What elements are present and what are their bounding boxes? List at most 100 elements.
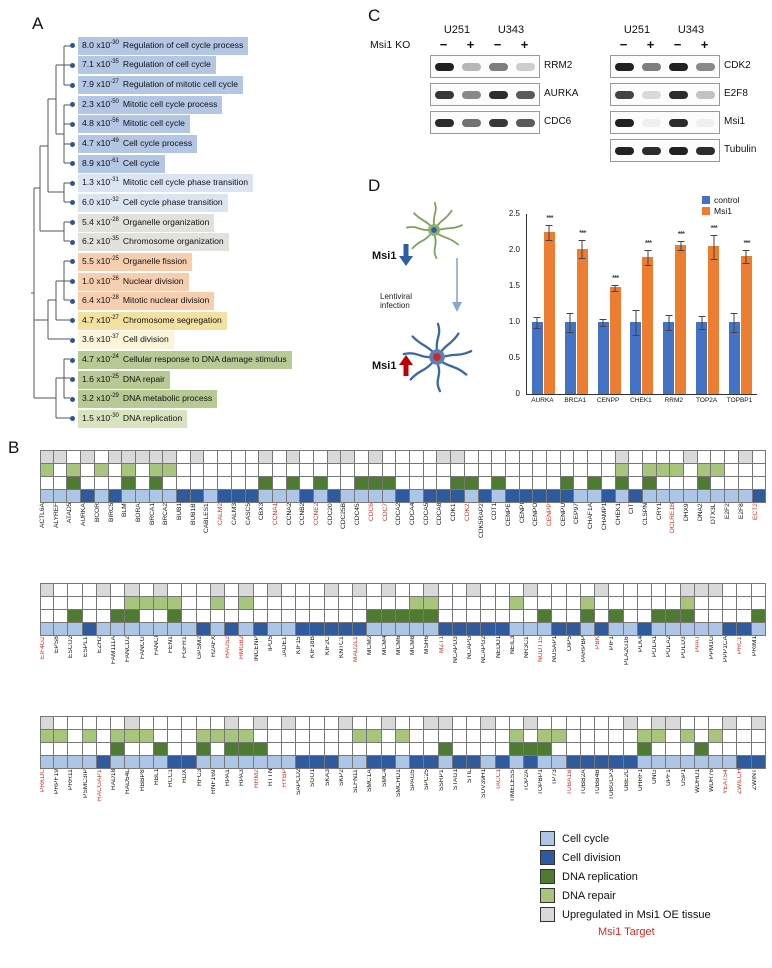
category-cell (355, 477, 369, 490)
category-cell (367, 623, 382, 636)
category-cell (94, 477, 109, 490)
gene-column: CCNA2 (286, 450, 301, 560)
category-cell (338, 743, 354, 756)
category-cell (495, 597, 510, 610)
category-cell (381, 743, 396, 756)
category-cell (566, 583, 581, 597)
category-cell (272, 464, 287, 477)
blot-lane (431, 118, 458, 127)
blot-lane (458, 118, 485, 127)
category-cell (225, 610, 240, 623)
infection-label: Lentiviral infection (380, 292, 413, 311)
gene-column: YEATS4 (723, 716, 738, 826)
category-cell (281, 716, 297, 730)
x-axis-category-label: CHEK1 (630, 397, 652, 404)
gene-column: OIP5 (566, 583, 581, 693)
category-cell (324, 597, 339, 610)
legend-row: Cell division (540, 848, 711, 867)
category-cell (467, 756, 482, 769)
category-cell (566, 716, 581, 730)
gene-name: CENPU (560, 503, 567, 527)
blot-lane (638, 118, 665, 127)
blot-lane (485, 90, 512, 99)
gene-column: STAG1 (452, 716, 468, 826)
category-cell (327, 464, 342, 477)
tree-node-dot (70, 318, 75, 324)
gene-name: RPA1 (225, 769, 232, 786)
gene-column: STIL (467, 716, 482, 826)
category-cell (666, 756, 681, 769)
category-cell (355, 490, 369, 503)
category-cell (656, 450, 671, 464)
category-cell (694, 743, 710, 756)
blot-band (642, 146, 661, 155)
category-cell (438, 730, 453, 743)
category-cell (737, 730, 752, 743)
category-cell (368, 464, 383, 477)
go-term-text: Regulation of mitotic cell cycle (122, 79, 238, 90)
panel-d-label: D (368, 176, 381, 195)
gene-column: DCLRE1B (670, 450, 685, 560)
category-cell (495, 623, 510, 636)
category-cell (196, 583, 211, 597)
category-cell (670, 464, 685, 477)
gene-name: RFC3 (196, 769, 203, 787)
gene-column: RFC3 (196, 716, 211, 826)
category-cell (684, 464, 698, 477)
gene-name: CCNA1 (272, 503, 279, 526)
category-cell (666, 743, 681, 756)
category-cell (267, 743, 282, 756)
category-cell (182, 743, 197, 756)
gene-name: POLA1 (652, 636, 659, 658)
category-cell (353, 743, 368, 756)
category-cell (519, 464, 534, 477)
gene-name: CABLES1 (204, 503, 211, 533)
category-cell (552, 743, 567, 756)
category-cell (196, 610, 211, 623)
category-cell (680, 716, 695, 730)
gene-column: HAUS2 (225, 583, 240, 693)
category-cell (182, 716, 197, 730)
category-cell (452, 730, 468, 743)
gene-name: BRCA1 (149, 503, 156, 525)
gene-column: PRPF19 (54, 716, 69, 826)
category-cell (196, 716, 211, 730)
go-term-text: Organelle organization (122, 216, 210, 227)
blot-band (669, 118, 688, 127)
lane-sign-row: −+−+ (610, 37, 718, 52)
category-cell (111, 716, 126, 730)
blot-row: E2F8 (610, 83, 748, 106)
category-cell (467, 716, 482, 730)
category-cell (54, 597, 69, 610)
go-term-pvalue: 7.9 x10-27 (82, 79, 119, 90)
gene-column: RYBP (281, 716, 297, 826)
category-cell (296, 756, 311, 769)
category-cell (210, 610, 226, 623)
error-bar (632, 309, 640, 337)
category-cell (615, 464, 630, 477)
category-cell (381, 730, 396, 743)
blot-band (642, 118, 661, 127)
category-cell (281, 610, 297, 623)
blot-band (462, 90, 481, 99)
category-cell (111, 597, 126, 610)
category-cell (40, 716, 55, 730)
legend-label: DNA repair (562, 889, 616, 902)
category-cell (239, 743, 254, 756)
category-cell (96, 716, 112, 730)
control-bar (597, 319, 609, 394)
category-cell (437, 464, 452, 477)
category-cell (505, 464, 520, 477)
gene-name: MCM6 (395, 636, 402, 656)
category-cell (40, 756, 55, 769)
gene-column: CDT1 (492, 450, 506, 560)
tree-node-dot (70, 377, 75, 383)
category-cell (509, 597, 524, 610)
category-cell (615, 477, 630, 490)
category-cell (424, 756, 439, 769)
